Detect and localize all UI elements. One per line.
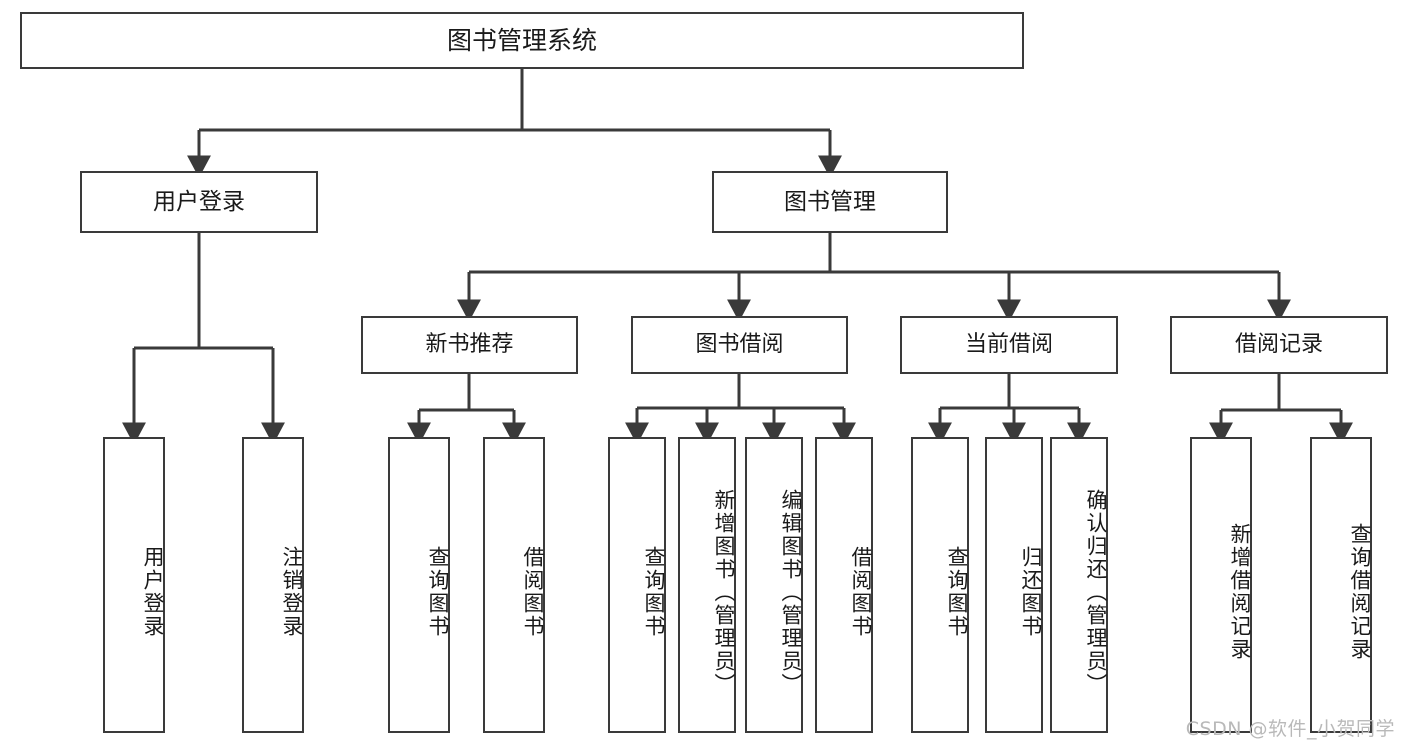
node-leaf-label: 注销登录 <box>280 546 304 638</box>
edge-bookborrow-to-leaves <box>625 374 856 445</box>
node-leaf-add-book-admin[interactable]: 新增图书（管理员） <box>678 437 736 733</box>
node-leaf-label: 查询图书 <box>642 546 666 638</box>
node-leaf-user-login[interactable]: 用户登录 <box>103 437 165 733</box>
node-leaf-label: 新增借阅记录 <box>1228 523 1252 661</box>
edge-root-to-level2 <box>187 69 842 178</box>
node-leaf-return-book[interactable]: 归还图书 <box>985 437 1043 733</box>
node-borrow-record-label: 借阅记录 <box>1234 332 1323 358</box>
node-book-manage[interactable]: 图书管理 <box>712 171 948 233</box>
node-current-borrow[interactable]: 当前借阅 <box>900 316 1118 374</box>
node-leaf-label: 用户登录 <box>141 546 165 638</box>
node-book-borrow[interactable]: 图书借阅 <box>631 316 848 374</box>
edge-newbookrec-to-leaves <box>407 374 526 445</box>
node-new-book-recommend[interactable]: 新书推荐 <box>361 316 578 374</box>
node-leaf-label: 新增图书（管理员） <box>712 488 736 696</box>
node-leaf-query-book-borrow[interactable]: 查询图书 <box>608 437 666 733</box>
node-leaf-label: 借阅图书 <box>849 546 873 638</box>
node-user-login[interactable]: 用户登录 <box>80 171 318 233</box>
node-root-label: 图书管理系统 <box>446 25 597 55</box>
edge-bookmanage-to-level3 <box>457 233 1291 322</box>
csdn-watermark: CSDN @软件_小贺同学 <box>1185 718 1395 740</box>
edge-borrowrecord-to-leaves <box>1209 374 1353 445</box>
node-user-login-label: 用户登录 <box>153 188 245 215</box>
node-leaf-label: 查询图书 <box>426 546 450 638</box>
node-leaf-add-borrow-record[interactable]: 新增借阅记录 <box>1190 437 1252 733</box>
node-book-borrow-label: 图书借阅 <box>695 332 784 358</box>
node-leaf-label: 确认归还（管理员） <box>1084 488 1108 696</box>
node-leaf-confirm-return-admin[interactable]: 确认归还（管理员） <box>1050 437 1108 733</box>
node-leaf-user-logout[interactable]: 注销登录 <box>242 437 304 733</box>
node-borrow-record[interactable]: 借阅记录 <box>1170 316 1388 374</box>
node-current-borrow-label: 当前借阅 <box>964 332 1053 358</box>
node-leaf-query-book-recommend[interactable]: 查询图书 <box>388 437 450 733</box>
node-leaf-label: 查询图书 <box>945 546 969 638</box>
edge-userlogin-to-leaves <box>122 233 285 445</box>
edge-currentborrow-to-leaves <box>928 374 1091 445</box>
node-leaf-label: 查询借阅记录 <box>1348 523 1372 661</box>
node-leaf-borrow-book-recommend[interactable]: 借阅图书 <box>483 437 545 733</box>
node-book-manage-label: 图书管理 <box>784 188 876 215</box>
node-root-book-management-system[interactable]: 图书管理系统 <box>20 12 1024 69</box>
node-leaf-borrow-book[interactable]: 借阅图书 <box>815 437 873 733</box>
node-leaf-edit-book-admin[interactable]: 编辑图书（管理员） <box>745 437 803 733</box>
node-leaf-label: 编辑图书（管理员） <box>779 488 803 696</box>
node-leaf-query-book-current[interactable]: 查询图书 <box>911 437 969 733</box>
node-leaf-label: 归还图书 <box>1019 546 1043 638</box>
node-leaf-query-borrow-record[interactable]: 查询借阅记录 <box>1310 437 1372 733</box>
node-new-book-recommend-label: 新书推荐 <box>425 332 514 358</box>
node-leaf-label: 借阅图书 <box>521 546 545 638</box>
